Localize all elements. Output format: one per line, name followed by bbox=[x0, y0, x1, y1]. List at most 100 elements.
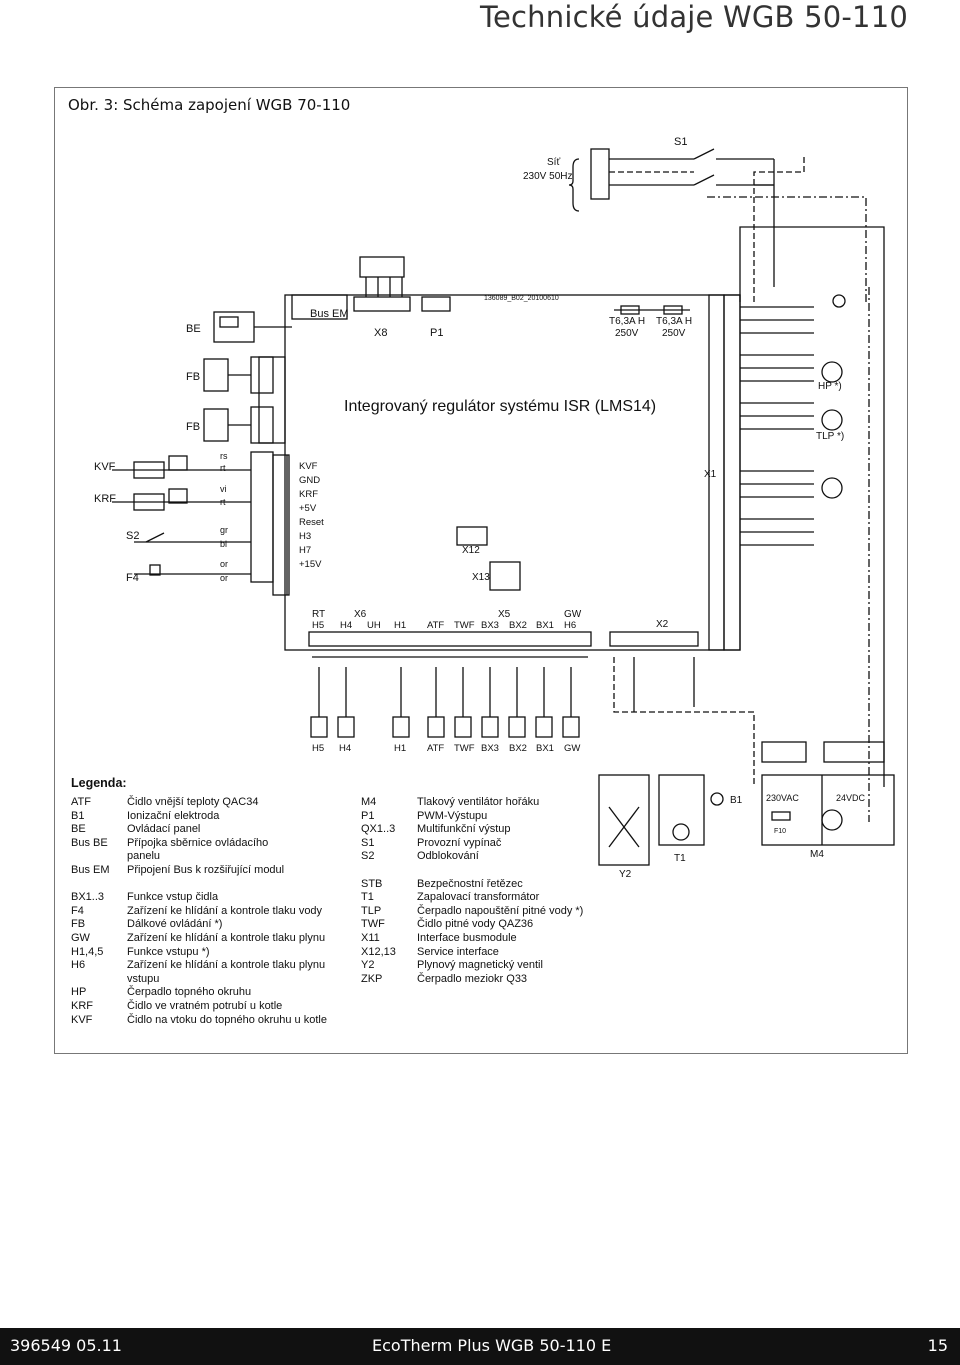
kvf-label: KVF bbox=[94, 461, 116, 473]
terminal-label: H1 bbox=[394, 620, 406, 631]
legend-value: panelu bbox=[127, 850, 161, 863]
fb2-label: FB bbox=[186, 421, 200, 433]
legend-key: KVF bbox=[71, 1013, 93, 1026]
fuse2-voltage: 250V bbox=[662, 328, 686, 339]
x11-signal: H3 bbox=[299, 531, 311, 542]
device-label: BX2 bbox=[509, 743, 527, 754]
device-label: GW bbox=[564, 743, 580, 754]
krf-label: KRF bbox=[94, 493, 116, 505]
legend-value: Odblokování bbox=[417, 850, 479, 863]
terminal-label: UH bbox=[367, 620, 381, 631]
fuse-f10-label: F10 bbox=[774, 828, 786, 835]
hp-label: HP *) bbox=[818, 381, 842, 392]
footer-doc-number: 396549 05.11 bbox=[10, 1336, 122, 1355]
x11-signal: KVF bbox=[299, 461, 318, 472]
legend-key: H6 bbox=[71, 959, 86, 972]
terminal-label: BX2 bbox=[509, 620, 527, 631]
legend-value: Provozní vypínač bbox=[417, 836, 502, 849]
psu-ac-label: 230VAC bbox=[766, 793, 799, 803]
x5-label: X5 bbox=[498, 609, 511, 620]
terminal-label: H6 bbox=[564, 620, 576, 631]
legend-key: H1,4,5 bbox=[71, 945, 104, 958]
bus-em-label: Bus EM bbox=[310, 308, 349, 320]
legend-key: Bus BE bbox=[71, 836, 108, 849]
x11-signal: +5V bbox=[299, 503, 317, 514]
wire-color: vi bbox=[220, 484, 227, 494]
device-label: TWF bbox=[454, 743, 475, 754]
legend-value: Dálkové ovládání *) bbox=[127, 918, 223, 931]
x2-label: X2 bbox=[656, 619, 669, 630]
device-label: H5 bbox=[312, 743, 324, 754]
x11-signal: +15V bbox=[299, 559, 322, 570]
x11-signal: Reset bbox=[299, 517, 324, 528]
device-label: H1 bbox=[394, 743, 406, 754]
legend-value: Ovládací panel bbox=[127, 823, 201, 836]
terminal-label: H4 bbox=[340, 620, 352, 631]
footer-product: EcoTherm Plus WGB 50-110 E bbox=[372, 1336, 612, 1355]
legend-key bbox=[71, 973, 127, 987]
legend-value: Čerpadlo napouštění pitné vody *) bbox=[417, 904, 584, 917]
b1-label: B1 bbox=[730, 795, 743, 806]
y2-label: Y2 bbox=[619, 869, 632, 880]
x6-label: X6 bbox=[354, 609, 367, 620]
x8-label: X8 bbox=[374, 327, 387, 339]
legend-key: Bus EM bbox=[71, 863, 110, 876]
legend-value: Připojení Bus k rozšiřující modul bbox=[127, 863, 285, 876]
legend-key: ZKP bbox=[361, 972, 383, 985]
controller-title: Integrovaný regulátor systému ISR (LMS14… bbox=[344, 398, 656, 415]
legend-key: X11 bbox=[361, 931, 380, 944]
x12-label: X12 bbox=[462, 545, 480, 556]
device-label: BX3 bbox=[481, 743, 499, 754]
wire-color: rt bbox=[220, 463, 226, 473]
legend-key: BX1..3 bbox=[71, 891, 105, 904]
m4-label: M4 bbox=[810, 849, 824, 860]
legend-value: Multifunkční výstup bbox=[417, 823, 511, 836]
psu-dc-label: 24VDC bbox=[836, 793, 866, 803]
legend-key: S1 bbox=[361, 836, 375, 849]
device-label: BX1 bbox=[536, 743, 554, 754]
legend-row bbox=[361, 864, 583, 878]
legend-row: M4 Tlakový ventilátor hořáku bbox=[361, 796, 583, 810]
legend-value: Čidlo pitné vody QAZ36 bbox=[417, 918, 534, 931]
legend-key: S2 bbox=[361, 850, 375, 863]
gw-label: GW bbox=[564, 609, 582, 620]
figure-title: Obr. 3: Schéma zapojení WGB 70-110 bbox=[68, 96, 351, 114]
wire-color: gr bbox=[220, 525, 228, 535]
mains-voltage: 230V 50Hz bbox=[523, 171, 572, 182]
page-footer: 396549 05.11 EcoTherm Plus WGB 50-110 E … bbox=[0, 1328, 960, 1365]
legend-key: TWF bbox=[361, 918, 385, 931]
legend-value: Tlakový ventilátor hořáku bbox=[417, 796, 540, 808]
legend-value: Service interface bbox=[417, 945, 499, 958]
wire-color: or bbox=[220, 559, 228, 569]
device-label: H4 bbox=[339, 743, 351, 754]
legend-value: Čerpadlo meziokr Q33 bbox=[417, 972, 528, 985]
s2-label: S2 bbox=[126, 530, 139, 542]
footer-page-number: 15 bbox=[927, 1336, 948, 1355]
f4-label: F4 bbox=[126, 572, 139, 584]
mains-label: Síť bbox=[547, 157, 560, 168]
legend-key: M4 bbox=[361, 796, 377, 808]
wiring-diagram: Síť 230V 50Hz S1 136089_B02_20100610 T6,… bbox=[94, 136, 895, 880]
legend-key: STB bbox=[361, 877, 383, 890]
legend-value: Čidlo vnější teploty QAC34 bbox=[127, 796, 259, 808]
terminal-label: BX3 bbox=[481, 620, 499, 631]
figure-frame bbox=[54, 87, 908, 1054]
x11-signal: GND bbox=[299, 475, 320, 486]
page-header-title: Technické údaje WGB 50-110 bbox=[479, 0, 908, 34]
